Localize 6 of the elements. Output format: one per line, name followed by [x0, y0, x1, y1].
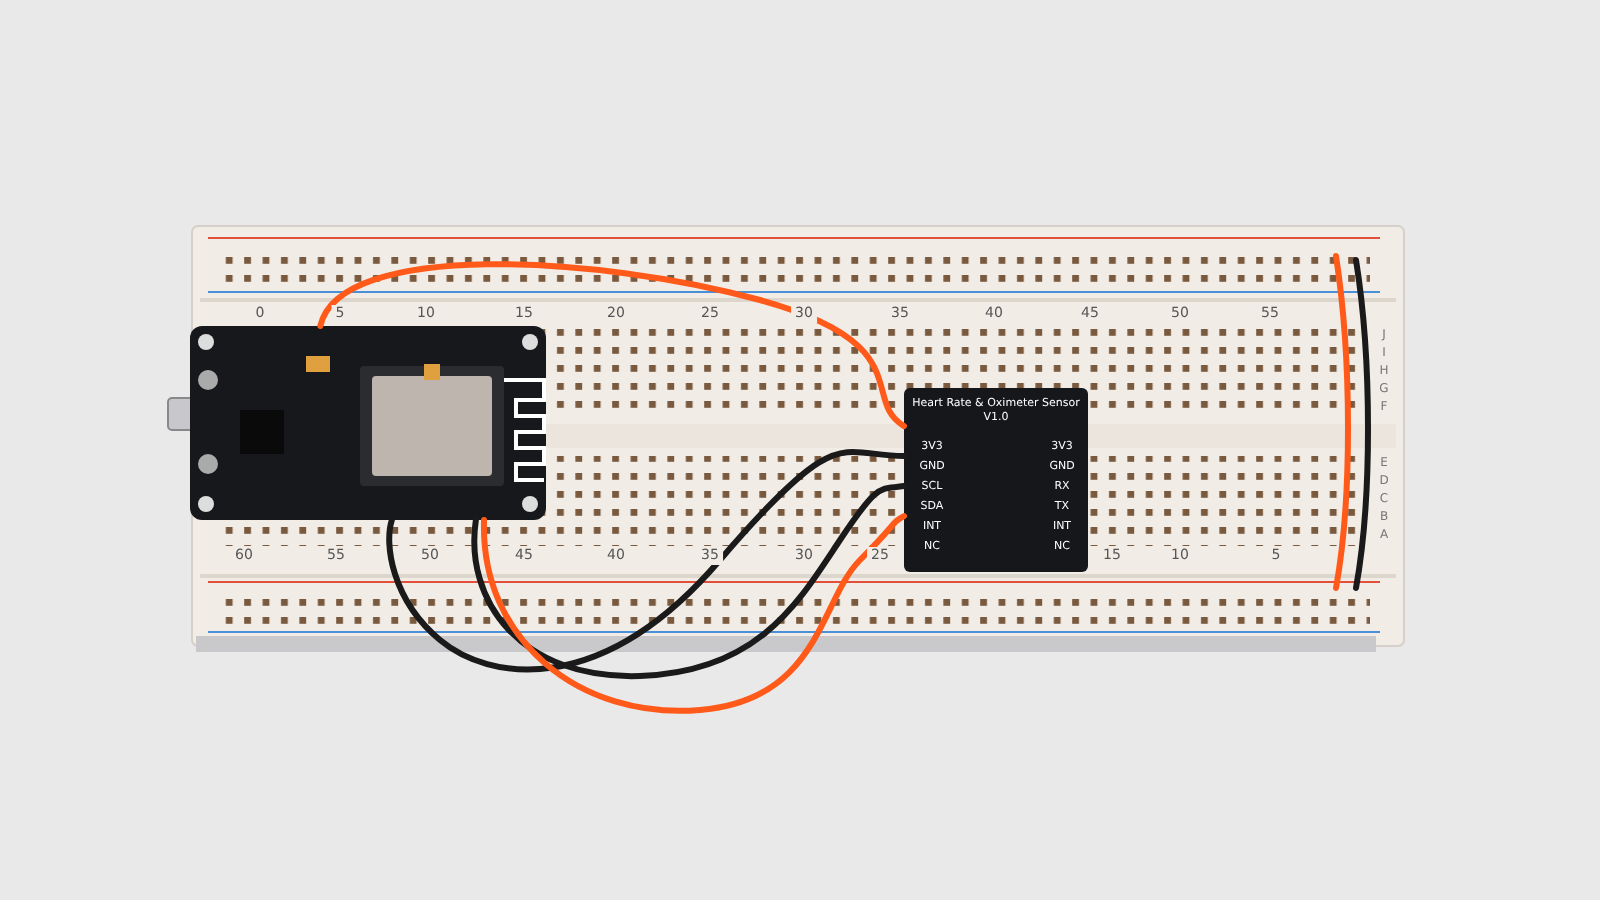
jumper-wire: [317, 261, 907, 430]
jumper-wire: [471, 483, 907, 679]
jumper-wire: [386, 448, 907, 673]
jumper-wire: [481, 513, 907, 714]
sensor-module: [904, 388, 1088, 572]
microcontroller-board-drawing: [167, 326, 546, 520]
